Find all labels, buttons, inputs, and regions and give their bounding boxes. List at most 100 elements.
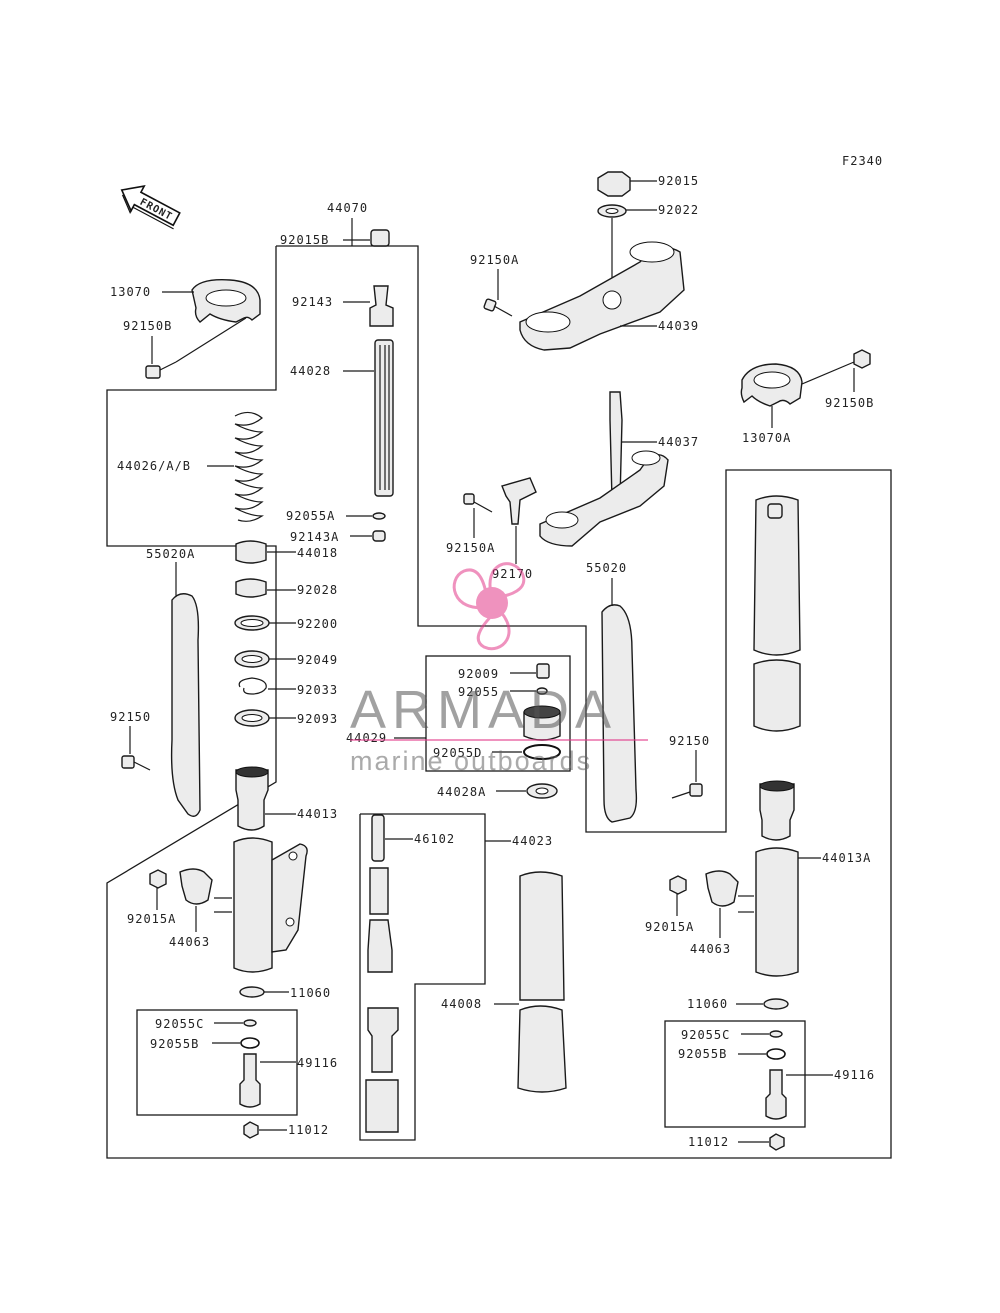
label-92028: 92028 [297, 583, 338, 597]
label-44026AB: 44026/A/B [117, 459, 191, 473]
label-44037: 44037 [658, 435, 699, 449]
plug-part [243, 1121, 259, 1139]
left-fork-outline [106, 245, 892, 1159]
bolt-part-6 [671, 783, 703, 799]
label-92170: 92170 [492, 567, 533, 581]
label-92150A-top: 92150A [470, 253, 519, 267]
right-valve-box [664, 1020, 806, 1128]
label-11060-left: 11060 [290, 986, 331, 1000]
label-92015B: 92015B [280, 233, 329, 247]
label-11060-right: 11060 [687, 997, 728, 1011]
label-92015A-right: 92015A [645, 920, 694, 934]
nut-part [370, 229, 390, 247]
piston-part [369, 867, 389, 915]
label-44013: 44013 [297, 807, 338, 821]
bolt-part-4 [801, 349, 871, 385]
cable-clamp-part [501, 477, 537, 525]
plug-part-2 [769, 1133, 785, 1151]
label-49116-right: 49116 [834, 1068, 875, 1082]
label-55020A: 55020A [146, 547, 195, 561]
bushing-part [235, 540, 267, 564]
gasket-part [239, 986, 265, 998]
label-92009: 92009 [458, 667, 499, 681]
label-11012-left: 11012 [288, 1123, 329, 1137]
label-13070A: 13070A [742, 431, 791, 445]
label-44013A: 44013A [822, 851, 871, 865]
fork-leg-part [233, 837, 273, 973]
label-92143A: 92143A [290, 530, 339, 544]
valve-part [239, 1053, 261, 1108]
upper-bracket-part [519, 247, 685, 351]
label-92055D: 92055D [433, 746, 482, 760]
watermark-brand: ARMADA [350, 680, 617, 740]
gasket-part-2 [763, 998, 789, 1010]
label-92055B-right: 92055B [678, 1047, 727, 1061]
label-92055A: 92055A [286, 509, 335, 523]
o-ring-part-2 [243, 1019, 257, 1027]
nut-part-2 [149, 869, 167, 889]
label-44063-left: 44063 [169, 935, 210, 949]
label-92055C-left: 92055C [155, 1017, 204, 1031]
label-55020: 55020 [586, 561, 627, 575]
o-ring-part-7 [766, 1048, 786, 1060]
spring-part [234, 411, 264, 522]
propeller-logo-icon [452, 562, 526, 651]
collar-part [369, 285, 394, 327]
label-92150-left: 92150 [110, 710, 151, 724]
collar-small-part [372, 530, 386, 542]
label-92022: 92022 [658, 203, 699, 217]
left-valve-box [136, 1009, 298, 1116]
fork-guard-part-2 [601, 604, 638, 823]
label-92150A-mid: 92150A [446, 541, 495, 555]
inner-tube-part-3 [753, 659, 801, 732]
label-92143: 92143 [292, 295, 333, 309]
outer-tube-part [519, 871, 565, 1001]
label-92093: 92093 [297, 712, 338, 726]
valve-part-2 [765, 1069, 787, 1120]
piston-part-2 [367, 919, 393, 973]
label-44029: 44029 [346, 731, 387, 745]
stem-nut-part [597, 171, 631, 197]
label-44018: 44018 [297, 546, 338, 560]
label-44070: 44070 [327, 201, 368, 215]
front-arrow-icon: FRONT [120, 184, 181, 230]
label-44023: 44023 [512, 834, 553, 848]
fork-leg-part-2 [755, 847, 799, 977]
label-92015A-left: 92015A [127, 912, 176, 926]
inner-tube-part-2 [753, 495, 801, 656]
bolt-part [145, 317, 247, 379]
inner-tube-part [235, 769, 269, 831]
label-92015: 92015 [658, 174, 699, 188]
watermark-tagline: marine outboards [350, 746, 592, 776]
cap-box [425, 655, 571, 772]
bolt-part-5 [463, 493, 493, 513]
label-13070: 13070 [110, 285, 151, 299]
label-92055: 92055 [458, 685, 499, 699]
inner-tube-part-4 [759, 783, 795, 841]
label-44063-right: 44063 [690, 942, 731, 956]
damper-box [359, 813, 486, 1141]
o-ring-part [372, 512, 386, 520]
label-49116-left: 49116 [297, 1056, 338, 1070]
fork-bracket-part [271, 843, 308, 953]
screw-part [536, 663, 550, 679]
cylinder-part [367, 1007, 399, 1073]
label-44028A: 44028A [437, 785, 486, 799]
o-ring-part-3 [240, 1037, 260, 1049]
rod-part [371, 814, 385, 862]
o-ring-part-4 [536, 687, 548, 695]
label-92055B-left: 92055B [150, 1037, 199, 1051]
watermark: ARMADA marine outboards [350, 562, 648, 776]
label-44008: 44008 [441, 997, 482, 1011]
fork-guard-part [170, 593, 201, 817]
axle-holder-part [179, 868, 213, 905]
nut-part-3 [669, 875, 687, 895]
cylinder-part-2 [365, 1079, 399, 1133]
outer-tube-part-2 [517, 1005, 567, 1093]
label-92150B-left: 92150B [123, 319, 172, 333]
label-92200: 92200 [297, 617, 338, 631]
label-46102: 46102 [414, 832, 455, 846]
label-44028: 44028 [290, 364, 331, 378]
lower-bracket-part [539, 454, 669, 547]
